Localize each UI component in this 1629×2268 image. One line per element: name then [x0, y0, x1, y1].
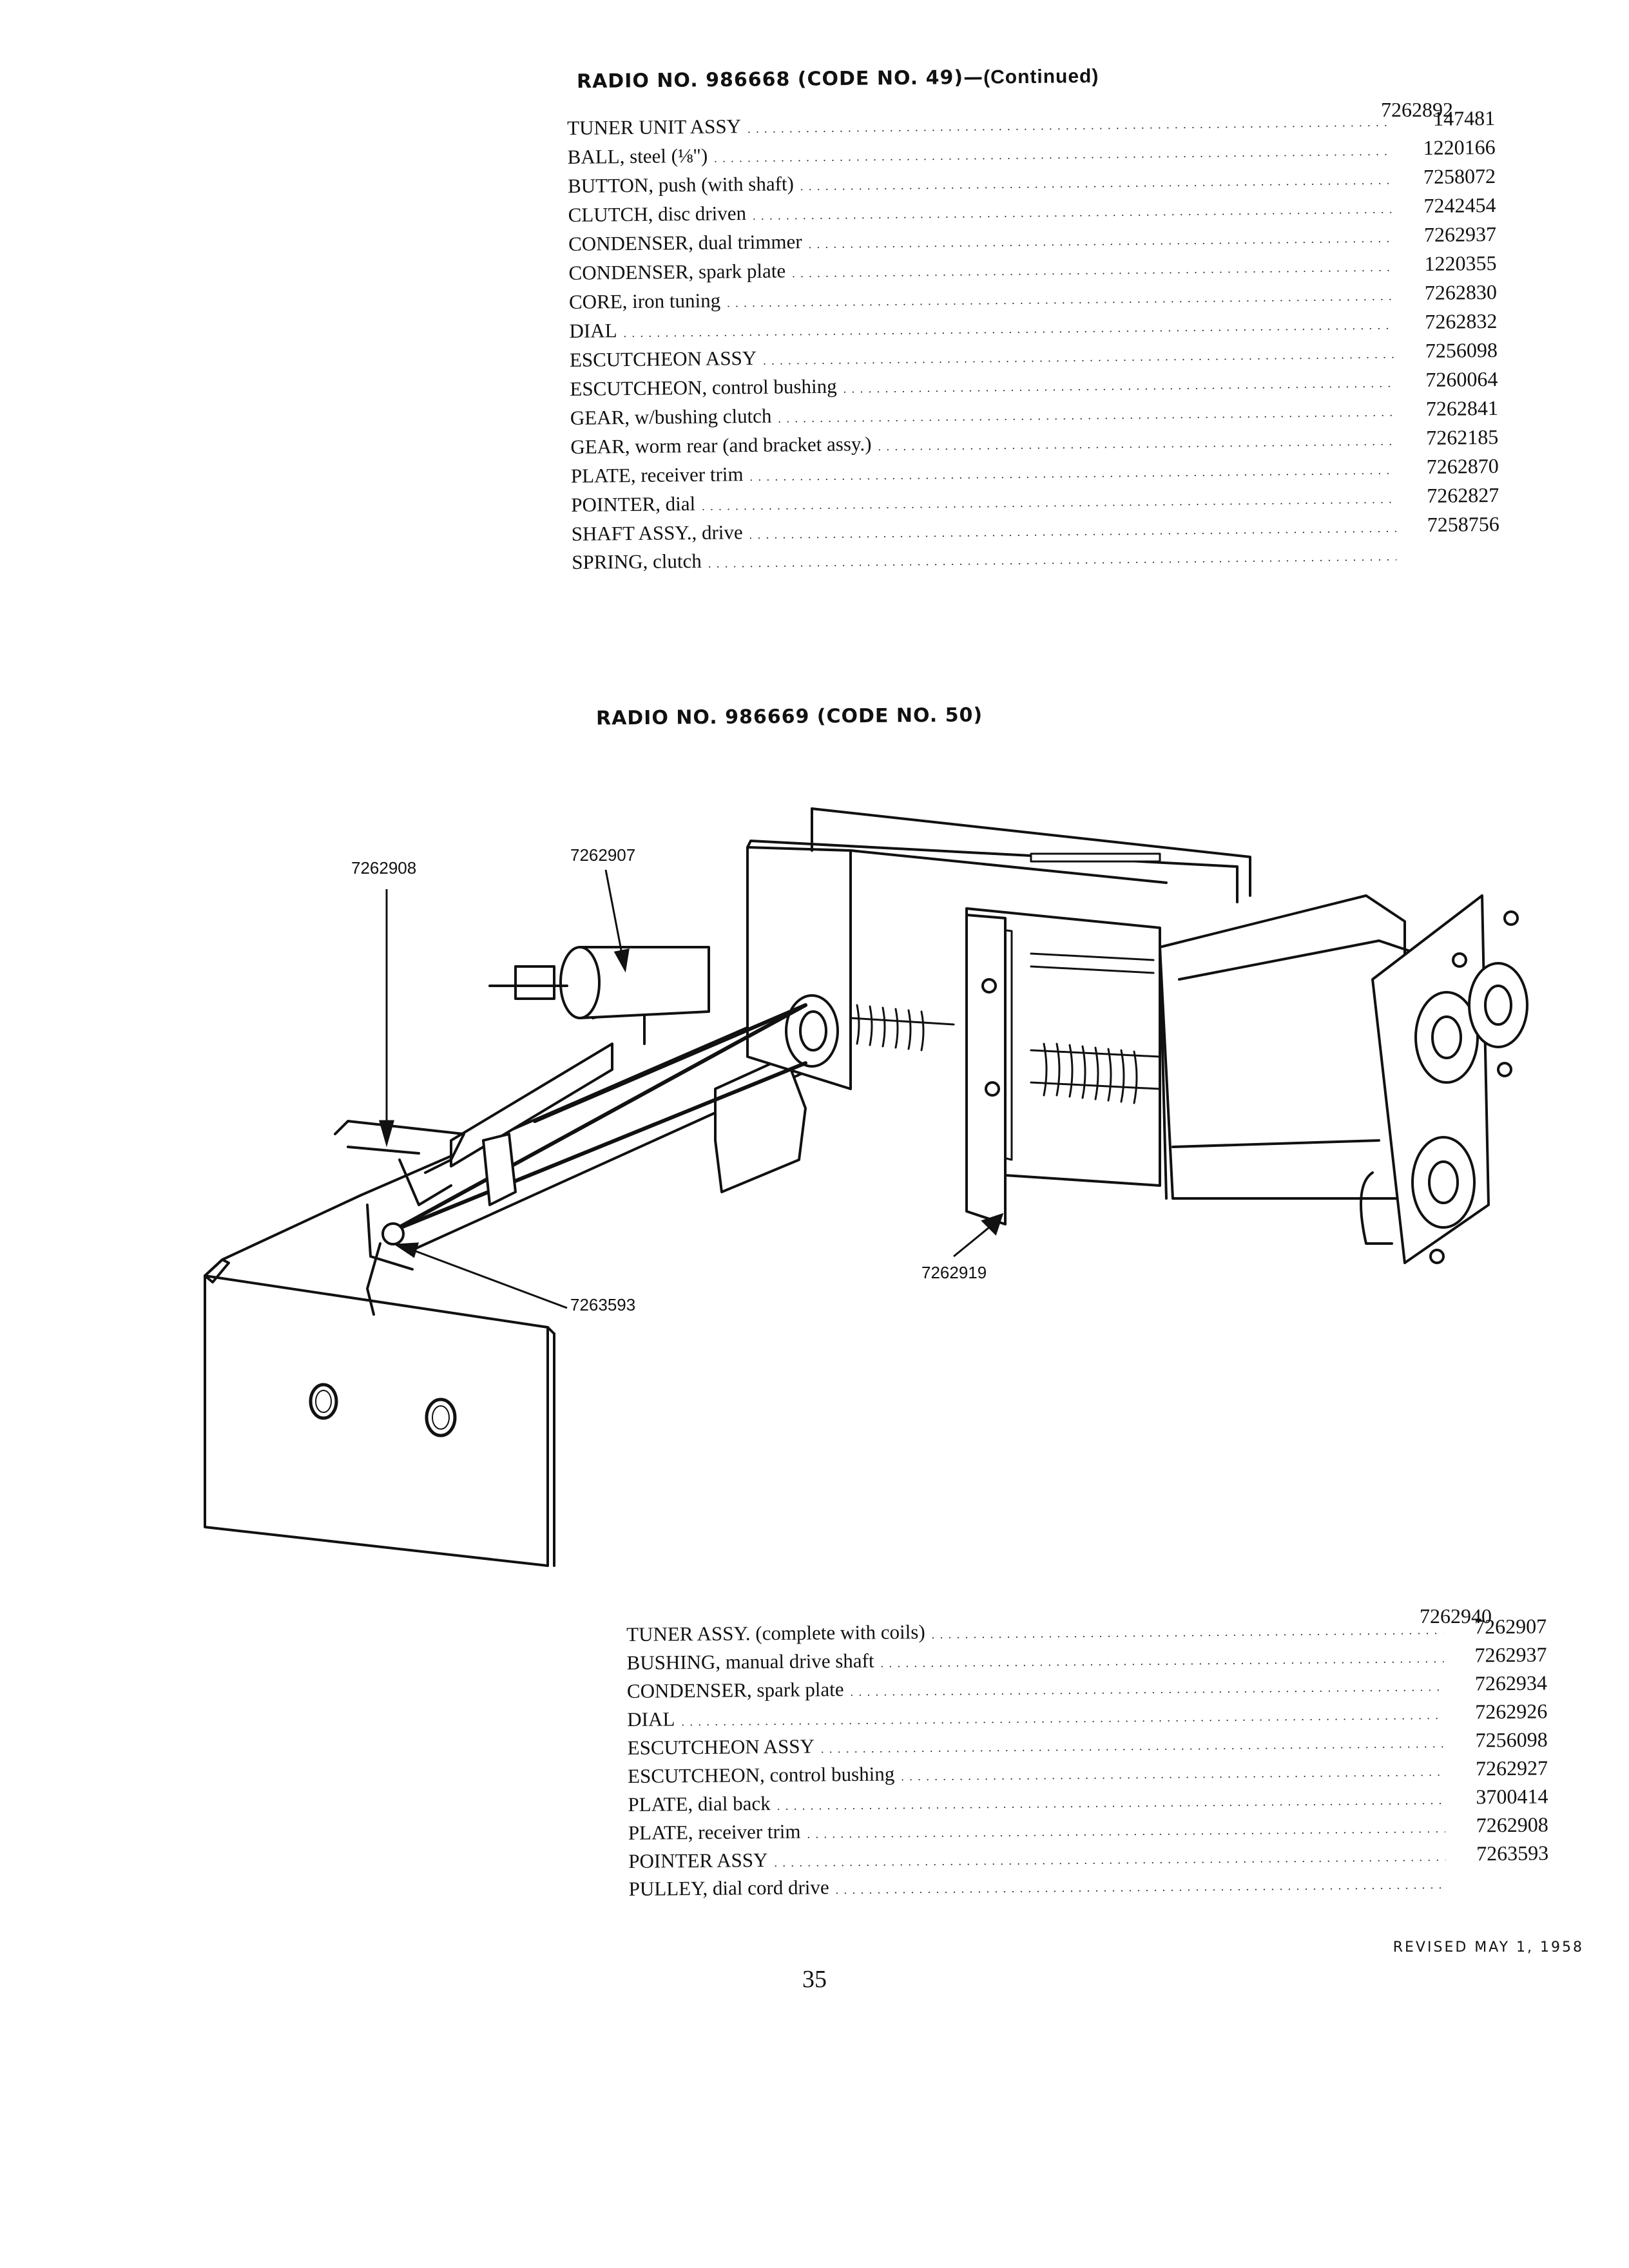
dot-leader	[821, 1729, 1445, 1758]
dot-leader	[777, 1786, 1445, 1815]
part-number: 3700414	[1476, 1784, 1548, 1809]
part-name: POINTER ASSY	[628, 1849, 768, 1872]
part-number: 7262934	[1474, 1671, 1548, 1695]
front-trim-plate	[204, 1194, 555, 1567]
chassis-box	[746, 807, 1528, 1264]
callout-condenser: 7262919	[921, 1263, 987, 1282]
tuner-assembly-diagram	[204, 807, 1528, 1567]
dot-leader	[774, 1843, 1445, 1872]
part-name: DIAL	[627, 1707, 675, 1731]
support-arm	[334, 1004, 852, 1271]
part-name: TUNER ASSY. (complete with coils)	[626, 1620, 925, 1646]
dot-leader	[836, 1870, 1446, 1899]
part-name: ESCUTCHEON, control bushing	[627, 1762, 895, 1787]
dial-cord	[391, 1003, 807, 1233]
callout-pointer-assy: 7263593	[570, 1295, 636, 1314]
dot-leader	[932, 1616, 1444, 1644]
dot-leader	[681, 1701, 1444, 1731]
part-name: PLATE, dial back	[628, 1792, 771, 1816]
part-name: PLATE, receiver trim	[628, 1820, 801, 1844]
dot-leader	[807, 1814, 1445, 1843]
section2-parts-list: TUNER ASSY. (complete with coils) 7262907…	[626, 1615, 1549, 1919]
part-name: ESCUTCHEON ASSY	[627, 1735, 815, 1759]
part-name: BUSHING, manual drive shaft	[626, 1649, 874, 1674]
part-name: PULLEY, dial cord drive	[628, 1876, 829, 1900]
part-name: CONDENSER, spark plate	[626, 1678, 844, 1702]
part-number: 7256098	[1475, 1727, 1548, 1752]
callout-tuner-assy: 7262907	[570, 845, 636, 865]
part-number: 7262937	[1474, 1642, 1547, 1667]
pointer	[366, 1133, 517, 1316]
part-number: 7262908	[1476, 1812, 1548, 1837]
tuner-drum	[488, 946, 710, 1019]
part-number: 7262907	[1474, 1614, 1547, 1639]
part-number: 7262926	[1475, 1699, 1548, 1724]
dot-leader	[901, 1758, 1445, 1785]
revised-date: REVISED MAY 1, 1958	[1393, 1939, 1584, 1956]
dot-leader	[850, 1673, 1444, 1701]
section1-first-number: 7262892	[1381, 98, 1453, 121]
part-number: 7263593	[1476, 1841, 1549, 1865]
part-number: 7262927	[1475, 1756, 1548, 1780]
page-number: 35	[802, 1966, 827, 1993]
dot-leader	[880, 1644, 1443, 1673]
callout-plate-receiver-trim: 7262908	[351, 858, 417, 878]
